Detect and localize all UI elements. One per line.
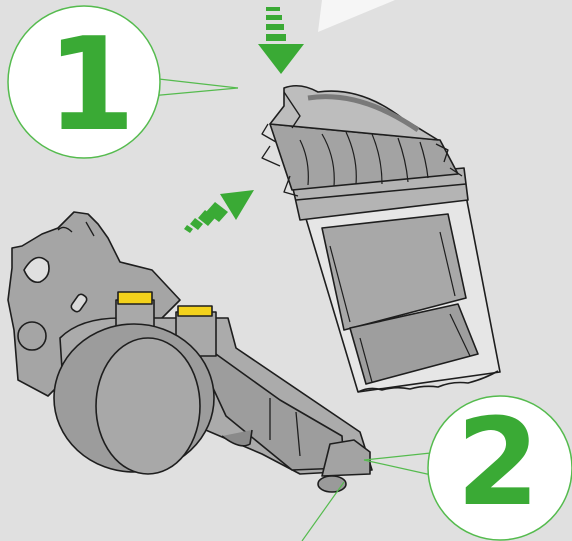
downward-arrow-icon (258, 7, 304, 74)
latch-foot (318, 476, 346, 492)
wheel-hub (96, 338, 200, 474)
diagonal-arrow-icon (184, 190, 254, 233)
yellow-button-left[interactable] (118, 292, 152, 304)
cyclone-bin (262, 86, 500, 392)
side-knob (18, 322, 46, 350)
step-2-number: 2 (428, 404, 568, 524)
step-1-number: 1 (18, 22, 164, 150)
yellow-button-right[interactable] (178, 306, 212, 316)
light-wedge (318, 0, 395, 32)
